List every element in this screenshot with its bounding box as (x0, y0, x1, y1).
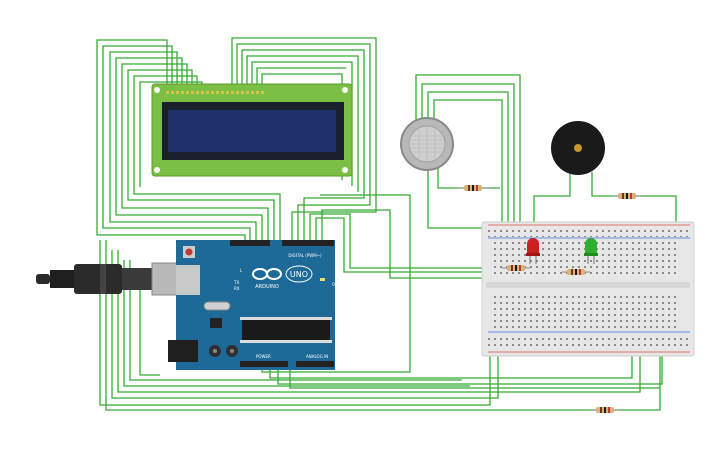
wire (117, 250, 641, 393)
wire (309, 213, 509, 269)
wire (129, 260, 462, 381)
power-on-label: ON (332, 282, 338, 287)
wire (133, 75, 281, 243)
mount-hole-icon (154, 167, 160, 173)
lcd-display[interactable] (151, 83, 353, 177)
wire (427, 91, 509, 228)
wire (533, 172, 571, 228)
wire (99, 240, 491, 406)
wire (427, 168, 488, 229)
wire (127, 69, 275, 243)
lcd-screen (168, 110, 336, 152)
buzzer-icon (574, 144, 582, 152)
resistor-buzzer[interactable] (612, 193, 642, 199)
wire (123, 260, 470, 387)
wire (433, 99, 503, 228)
wire (105, 240, 661, 411)
resistor-green-led[interactable] (562, 269, 590, 275)
arduino-uno[interactable]: ARDUINO UNO DIGITAL (PWM~) L TX RX ON PO… (168, 240, 338, 370)
reset-button[interactable] (185, 248, 193, 256)
wire (591, 172, 677, 228)
green-led[interactable] (584, 238, 598, 264)
wire (415, 74, 521, 228)
wire (236, 43, 371, 243)
resistor-bottom[interactable] (590, 407, 620, 413)
atmega-chip (242, 320, 330, 340)
arduino-model-text: UNO (290, 270, 308, 279)
mount-hole-icon (342, 167, 348, 173)
red-led[interactable] (526, 238, 540, 264)
mount-hole-icon (154, 87, 160, 93)
gas-sensor[interactable] (400, 117, 454, 171)
wire (121, 63, 269, 243)
wire (421, 83, 515, 228)
wire (289, 362, 660, 389)
digital-header-label: DIGITAL (PWM~) (288, 253, 322, 258)
wire (102, 45, 251, 243)
arduino-logo-icon (252, 268, 282, 280)
wire (277, 340, 663, 385)
usb-cable[interactable] (36, 262, 185, 296)
wire (246, 55, 359, 192)
power-jack (168, 340, 198, 362)
wire (96, 39, 246, 243)
resistor-red-led[interactable] (502, 265, 530, 271)
led-l-label: L (240, 268, 243, 273)
wire (109, 51, 257, 243)
analog-header-label: ANALOG IN (306, 354, 328, 359)
wire (231, 37, 377, 243)
wire (139, 268, 160, 376)
power-led (320, 278, 325, 281)
wire (241, 49, 365, 243)
led-rx-label: RX (234, 286, 240, 291)
arduino-brand-text: ARDUINO (255, 284, 279, 290)
wire (111, 250, 499, 399)
piezo-buzzer[interactable] (551, 121, 605, 175)
led-tx-label: TX (233, 280, 239, 285)
power-header-label: POWER (256, 354, 271, 359)
resistor-gas[interactable] (458, 185, 490, 191)
lcd-pin-header (165, 88, 265, 94)
mount-hole-icon (342, 87, 348, 93)
